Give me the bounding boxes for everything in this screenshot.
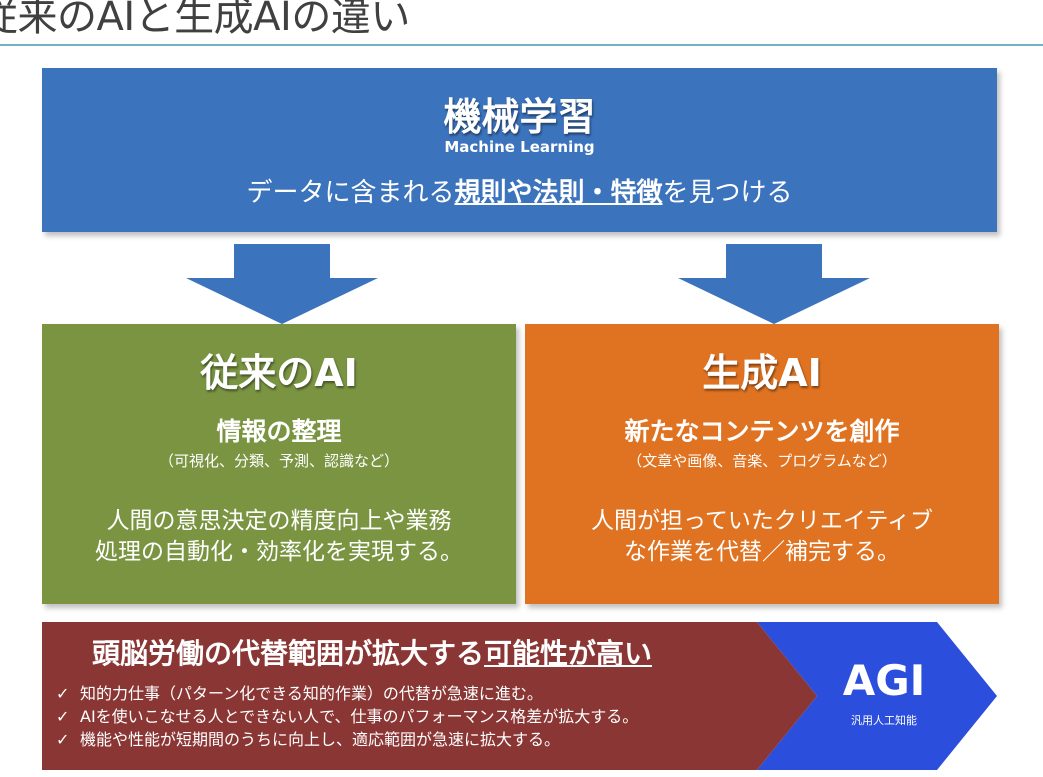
generative-ai-desc-line: な作業を代替／補完する。 <box>624 539 900 565</box>
machine-learning-subtitle: Machine Learning <box>444 138 595 156</box>
ml-desc-suffix: を見つける <box>662 178 793 208</box>
machine-learning-box: 機械学習 Machine Learning データに含まれる規則や法則・特徴を見… <box>42 68 997 232</box>
banner-bullet-text: 機能や性能が短期間のうちに向上し、適応範囲が急速に拡大する。 <box>80 730 561 749</box>
traditional-ai-description: 人間の意思決定の精度向上や業務 処理の自動化・効率化を実現する。 <box>42 506 516 568</box>
generative-ai-title: 生成AI <box>702 351 822 395</box>
generative-ai-box: 生成AI 新たなコンテンツを創作 （文章や画像、音楽、プログラムなど） 人間が担… <box>525 324 999 604</box>
machine-learning-description: データに含まれる規則や法則・特徴を見つける <box>42 172 997 209</box>
generative-ai-desc-line: 人間が担っていたクリエイティブ <box>590 508 933 534</box>
banner-bullet: ✓ AIを使いこなせる人とできない人で、仕事のパフォーマンス格差が拡大する。 <box>56 703 638 727</box>
down-arrow-icon <box>678 244 870 324</box>
banner-bullet: ✓ 機能や性能が短期間のうちに向上し、適応範囲が急速に拡大する。 <box>56 726 560 750</box>
traditional-ai-title: 従来のAI <box>200 351 358 395</box>
check-icon: ✓ <box>56 707 70 726</box>
banner-title-emphasis: 可能性が高い <box>484 637 653 670</box>
agi-subtitle: 汎用人工知能 <box>851 714 917 727</box>
traditional-ai-box: 従来のAI 情報の整理 （可視化、分類、予測、認識など） 人間の意思決定の精度向… <box>42 324 516 604</box>
page-title: 従来のAIと生成AIの違い <box>0 0 410 40</box>
traditional-ai-desc-line: 人間の意思決定の精度向上や業務 <box>106 508 452 534</box>
machine-learning-title: 機械学習 <box>443 95 596 139</box>
generative-ai-subtitle: 新たなコンテンツを創作 <box>624 417 900 446</box>
agi-arrow-shape <box>42 622 997 770</box>
traditional-ai-note: （可視化、分類、予測、認識など） <box>158 452 399 470</box>
banner-bullet: ✓ 知的力仕事（パターン化できる知的作業）の代替が急速に進む。 <box>56 680 543 704</box>
banner-bullet-text: AIを使いこなせる人とできない人で、仕事のパフォーマンス格差が拡大する。 <box>80 707 639 726</box>
ml-desc-prefix: データに含まれる <box>246 178 455 208</box>
generative-ai-note: （文章や画像、音楽、プログラムなど） <box>627 452 897 470</box>
banner-title-prefix: 頭脳労働の代替範囲が拡大する <box>92 637 485 670</box>
traditional-ai-subtitle: 情報の整理 <box>216 417 342 446</box>
down-arrow-icon <box>186 244 378 324</box>
banner-bullet-text: 知的力仕事（パターン化できる知的作業）の代替が急速に進む。 <box>80 684 543 703</box>
check-icon: ✓ <box>56 730 70 749</box>
generative-ai-description: 人間が担っていたクリエイティブ な作業を代替／補完する。 <box>525 506 999 568</box>
check-icon: ✓ <box>56 684 70 703</box>
traditional-ai-desc-line: 処理の自動化・効率化を実現する。 <box>95 539 463 565</box>
title-divider <box>0 44 1043 46</box>
ml-desc-emphasis: 規則や法則・特徴 <box>454 178 663 208</box>
agi-title: AGI <box>842 656 926 705</box>
banner-title: 頭脳労働の代替範囲が拡大する可能性が高い <box>92 632 652 672</box>
